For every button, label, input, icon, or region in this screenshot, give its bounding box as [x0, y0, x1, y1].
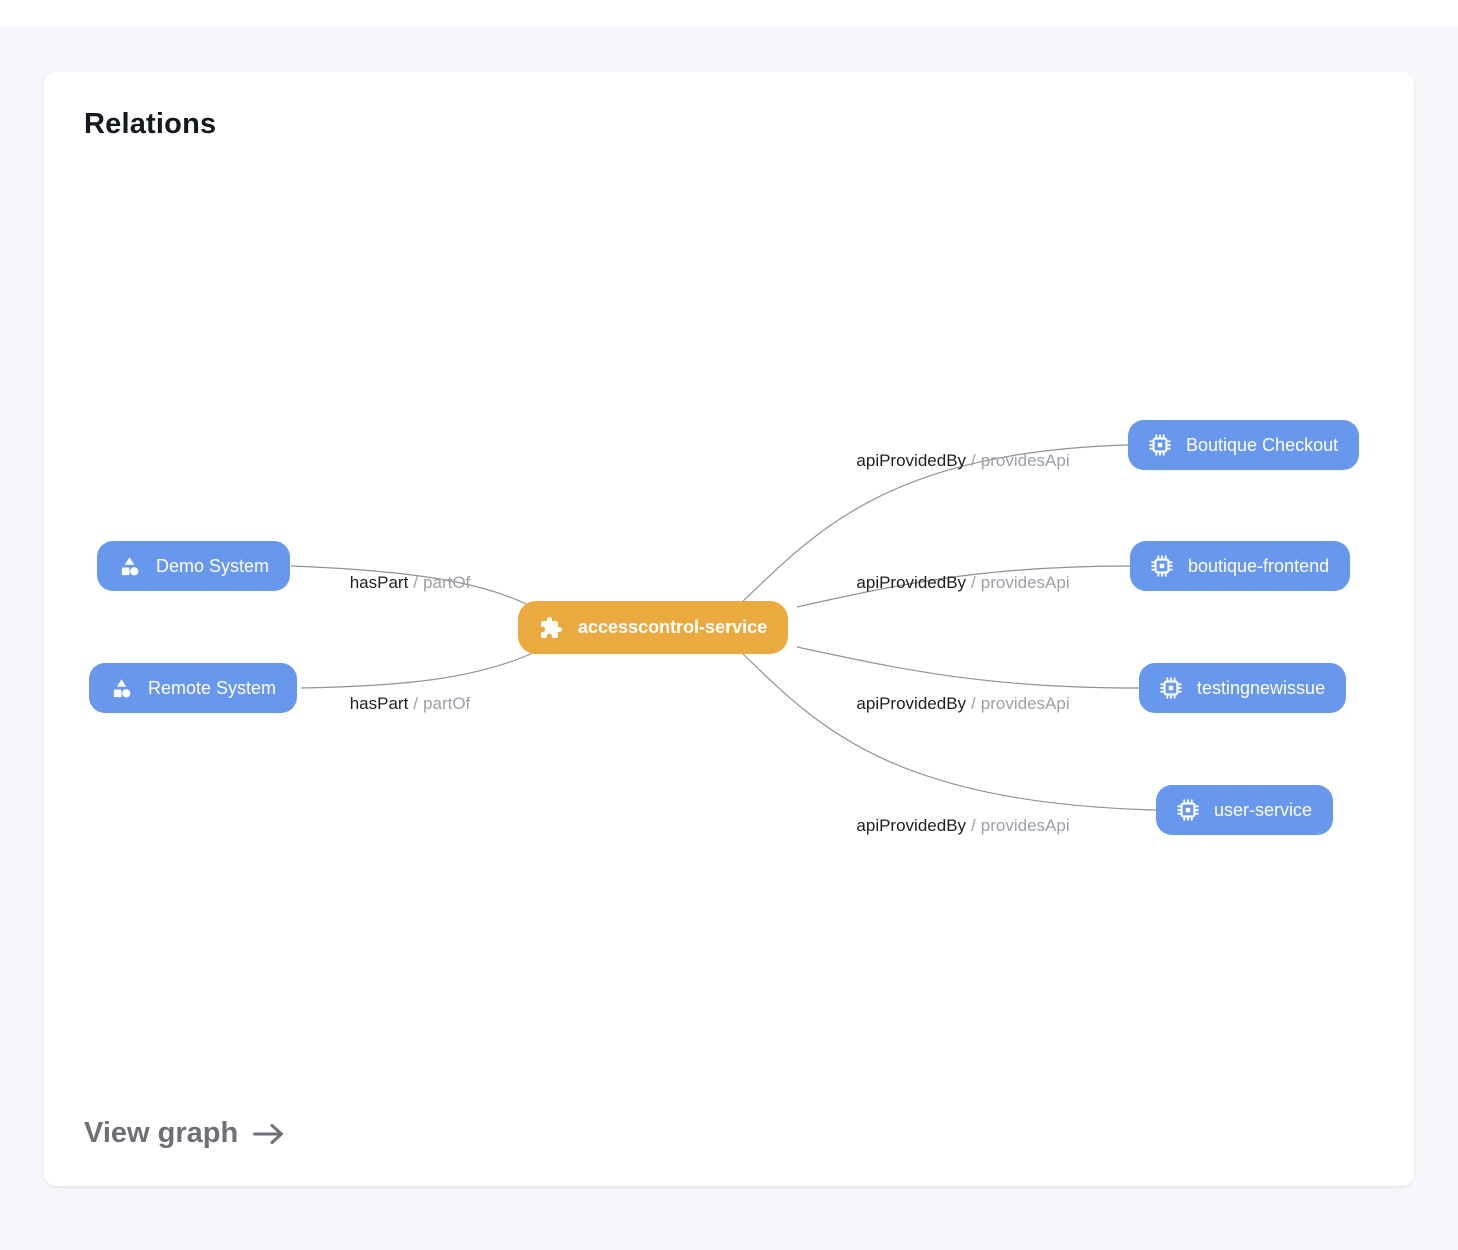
api-chip-icon [1149, 434, 1171, 456]
arrow-right-icon [252, 1121, 285, 1147]
edge-label-haspart-1: hasPart/partOf [349, 573, 471, 592]
page-header-strip [0, 0, 1458, 27]
edge-label-haspart-2: hasPart/partOf [349, 694, 471, 713]
node-boutique-frontend[interactable]: boutique-frontend [1130, 541, 1351, 591]
edge-apiprovidedby-user-service [741, 652, 1157, 811]
edge-haspart-demo-system [290, 565, 529, 606]
view-graph-label: View graph [84, 1117, 239, 1149]
node-label: boutique-frontend [1188, 555, 1330, 576]
system-shapes-icon [110, 677, 133, 700]
node-label: Demo System [156, 555, 270, 576]
view-graph-link[interactable]: View graph [84, 1117, 285, 1150]
node-testingnewissue[interactable]: testingnewissue [1139, 663, 1347, 713]
edge-apiprovidedby-testingnewissue [796, 646, 1140, 689]
node-boutique-checkout[interactable]: Boutique Checkout [1128, 420, 1360, 470]
node-accesscontrol-service[interactable]: accesscontrol-service [518, 601, 789, 654]
edge-label-apiprovidedby-2: apiProvidedBy/providesApi [856, 573, 1070, 592]
node-label: Boutique Checkout [1186, 434, 1339, 455]
edge-apiprovidedby-boutique-frontend [796, 565, 1131, 608]
node-demo-system[interactable]: Demo System [97, 541, 291, 591]
edge-label-apiprovidedby-1: apiProvidedBy/providesApi [856, 451, 1070, 470]
node-label: testingnewissue [1197, 677, 1326, 698]
card-title: Relations [84, 108, 217, 140]
node-label: Remote System [148, 677, 277, 698]
api-chip-icon [1177, 799, 1199, 821]
edge-label-apiprovidedby-4: apiProvidedBy/providesApi [856, 816, 1070, 835]
system-shapes-icon [118, 555, 141, 578]
relations-card: Relations hasPart/partOf hasPart/partOf … [44, 72, 1414, 1186]
api-chip-icon [1160, 677, 1182, 699]
node-label: accesscontrol-service [578, 617, 768, 637]
relations-graph: hasPart/partOf hasPart/partOf apiProvide… [44, 72, 1414, 1186]
api-chip-icon [1151, 555, 1173, 577]
node-label: user-service [1214, 799, 1313, 820]
relation-edges [290, 444, 1157, 811]
edge-haspart-remote-system [300, 651, 536, 689]
edge-apiprovidedby-boutique-checkout [741, 444, 1129, 603]
puzzle-piece-icon [539, 616, 563, 640]
node-user-service[interactable]: user-service [1156, 785, 1334, 835]
node-remote-system[interactable]: Remote System [89, 663, 298, 713]
edge-label-apiprovidedby-3: apiProvidedBy/providesApi [856, 694, 1070, 713]
